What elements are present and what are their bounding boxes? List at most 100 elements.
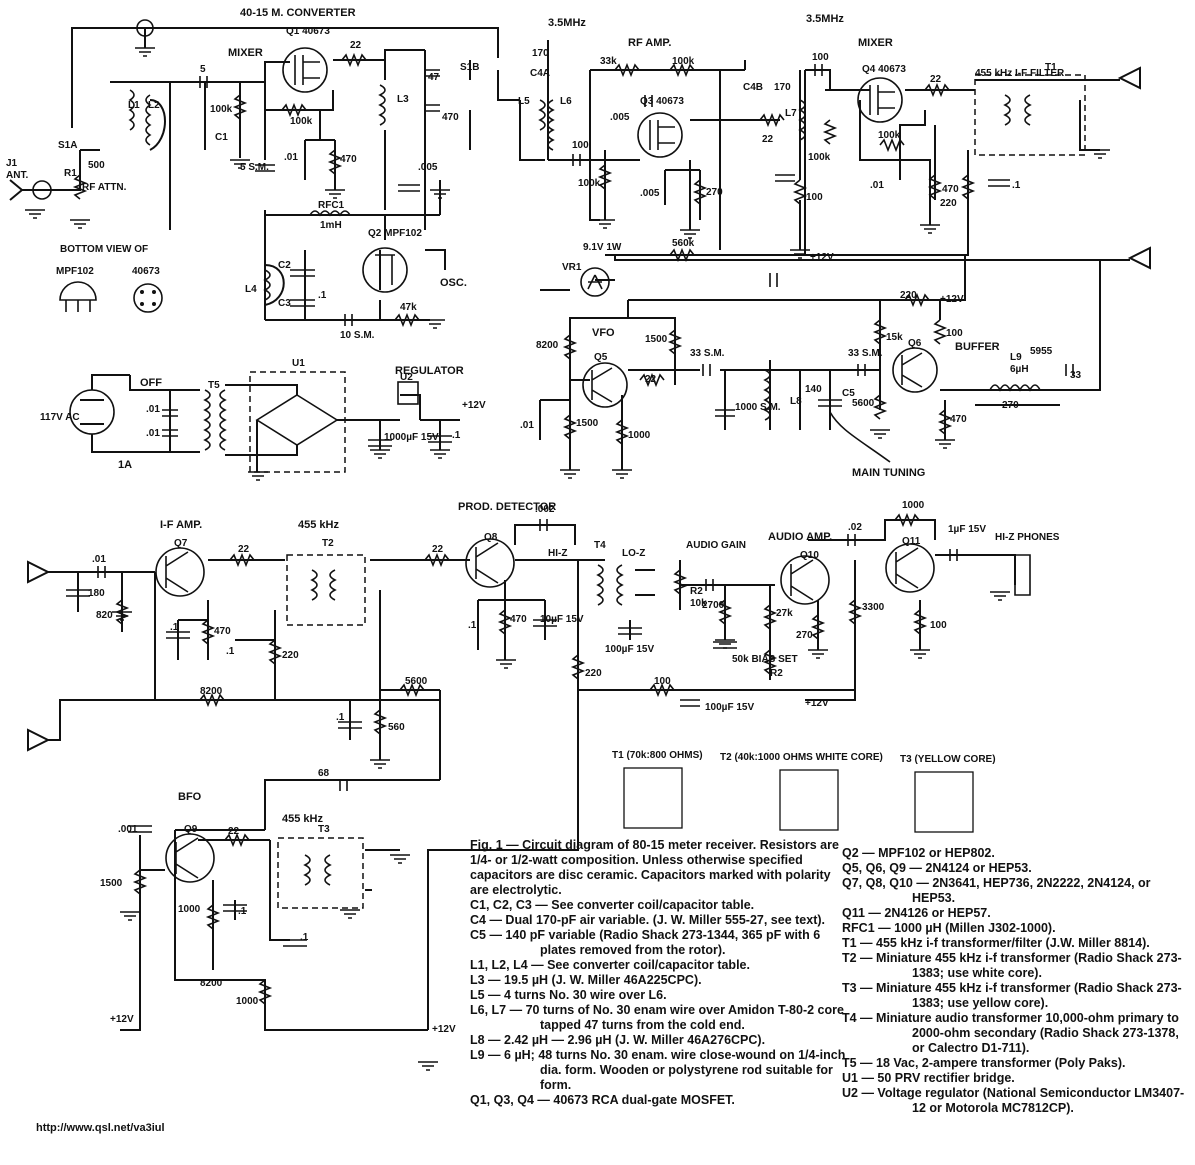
component-value-label: 470 [442, 112, 459, 123]
t3-table-label: T3 (YELLOW CORE) [900, 754, 996, 765]
parts-item: L3 — 19.5 µH (J. W. Miller 46A225CPC). [470, 973, 702, 987]
resistors-top [72, 52, 976, 328]
component-value-label: L5 [518, 96, 530, 107]
component-value-label: 820 [96, 610, 113, 621]
component-value-label: 100µF 15V [705, 702, 754, 713]
parts-item: U1 — 50 PRV rectifier bridge. [842, 1071, 1015, 1085]
component-value-label: Q11 [902, 536, 921, 547]
component-value-label: 100 [930, 620, 947, 631]
freq-b-label: 3.5MHz [806, 13, 844, 25]
component-labels: Q1 40673 Q2 MPF102 Q3 40673 Q4 40673 Q5 … [6, 26, 1082, 1007]
coil-symbols-top [128, 84, 1032, 301]
mixer1-label: MIXER [228, 47, 263, 59]
parts-item: C1, C2, C3 — See converter coil/capacito… [470, 898, 755, 912]
parts-item: Q2 — MPF102 or HEP802. [842, 846, 995, 860]
component-value-label: 1000 [178, 904, 201, 915]
component-value-label: 270 [796, 630, 813, 641]
component-value-label: 1500 [576, 418, 599, 429]
component-value-label: 3300 [862, 602, 885, 613]
parts-item: T1 — 455 kHz i-f transformer/filter (J.W… [842, 936, 1150, 950]
component-value-label: 22 [228, 826, 240, 837]
ant-label: ANT. [6, 170, 28, 181]
parts-item: C5 — 140 pF variable (Radio Shack 273-13… [470, 928, 821, 957]
if-audio-symbols [66, 512, 1031, 1005]
if-amp-label: I-F AMP. [160, 519, 202, 531]
component-value-label: 100 [806, 192, 823, 203]
parts-list-right: Q2 — MPF102 or HEP802.Q5, Q6, Q9 — 2N412… [842, 846, 1192, 1116]
hi-z-label: HI-Z [548, 548, 567, 559]
component-value-label: 470 [510, 614, 527, 625]
component-value-label: .1 [318, 290, 327, 301]
bfo-label: BFO [178, 791, 202, 803]
component-value-label: 1000µF 15V [384, 432, 439, 443]
component-value-label: 2700 [702, 600, 725, 611]
component-value-label: L8 [790, 396, 802, 407]
component-value-label: .1 [336, 712, 345, 723]
component-value-label: 100k [808, 152, 831, 163]
component-value-label: 100k [290, 116, 313, 127]
bottom-view-label: BOTTOM VIEW OF [60, 244, 148, 255]
component-value-label: 100k [878, 130, 901, 141]
t3-freq-label: 455 kHz [282, 813, 323, 825]
component-value-label: Q4 40673 [862, 64, 906, 75]
component-value-label: 220 [585, 668, 602, 679]
t1-table-label: T1 (70k:800 OHMS) [612, 750, 703, 761]
component-value-label: .01 [870, 180, 884, 191]
q1-symbol [282, 47, 328, 93]
parts-item: L6, L7 — 70 turns of No. 30 enam wire ov… [470, 1003, 844, 1032]
component-value-label: 27k [776, 608, 793, 619]
component-value-label: 220 [940, 198, 957, 209]
component-value-label: 33k [600, 56, 617, 67]
component-value-label: C4B [743, 82, 763, 93]
component-value-label: .1 [1012, 180, 1021, 191]
parts-item: Q11 — 2N4126 or HEP57. [842, 906, 991, 920]
t3-box [277, 837, 364, 909]
vfo-symbols [562, 267, 1074, 445]
component-value-label: .01 [146, 404, 160, 415]
component-value-label: .01 [520, 420, 534, 431]
component-value-label: 1500 [100, 878, 123, 889]
freq-a-label: 3.5MHz [548, 17, 586, 29]
plus12-buf: +12V [940, 294, 964, 305]
component-value-label: 33 S.M. [690, 348, 725, 359]
component-value-label: Q1 40673 [286, 26, 330, 37]
bias-set-label: 50k BIAS SET [732, 654, 798, 665]
regulator-label: REGULATOR [395, 365, 464, 377]
component-value-label: L4 [245, 284, 257, 295]
component-value-label: C2 [278, 260, 291, 271]
component-value-label: R1 [64, 168, 77, 179]
component-value-label: 100 [654, 676, 671, 687]
component-value-label: .1 [226, 646, 235, 657]
ac-label: 117V AC [40, 412, 80, 423]
parts-item: Q1, Q3, Q4 — 40673 RCA dual-gate MOSFET. [470, 1093, 735, 1107]
component-value-label: 470 [340, 154, 357, 165]
component-value-label: 470 [950, 414, 967, 425]
component-value-label: 500 [88, 160, 105, 171]
parts-item: L9 — 6 µH; 48 turns No. 30 enam. wire cl… [470, 1048, 846, 1092]
mos-label: 40673 [132, 266, 160, 277]
component-value-label: L1 [128, 100, 140, 111]
osc-label: OSC. [440, 277, 467, 289]
pin-tables: T1 (70k:800 OHMS) T2 (40k:1000 OHMS WHIT… [612, 750, 996, 765]
fuse-label: 1A [118, 459, 132, 471]
component-value-label: .1 [452, 430, 461, 441]
plus12-rf: +12V [810, 252, 834, 263]
power-supply [69, 374, 460, 472]
converter-label: 40-15 M. CONVERTER [240, 7, 356, 19]
component-value-label: 6µH [1010, 364, 1029, 375]
component-value-label: Q10 [800, 550, 819, 561]
component-value-label: L9 [1010, 352, 1022, 363]
component-value-label: C4A [530, 68, 550, 79]
component-value-label: 10k [690, 598, 707, 609]
component-value-label: 8200 [200, 686, 223, 697]
component-value-label: Q2 MPF102 [368, 228, 422, 239]
figure-caption: Fig. 1 — Circuit diagram of 80-15 meter … [470, 838, 848, 1108]
component-value-label: 100 [946, 328, 963, 339]
component-value-label: 22 [762, 134, 774, 145]
component-value-label: 470 [942, 184, 959, 195]
component-value-label: 22 [930, 74, 942, 85]
component-value-label: Q7 [174, 538, 188, 549]
component-value-label: L2 [148, 100, 160, 111]
component-value-label: 22 [645, 374, 657, 385]
component-value-label: 170 [774, 82, 791, 93]
